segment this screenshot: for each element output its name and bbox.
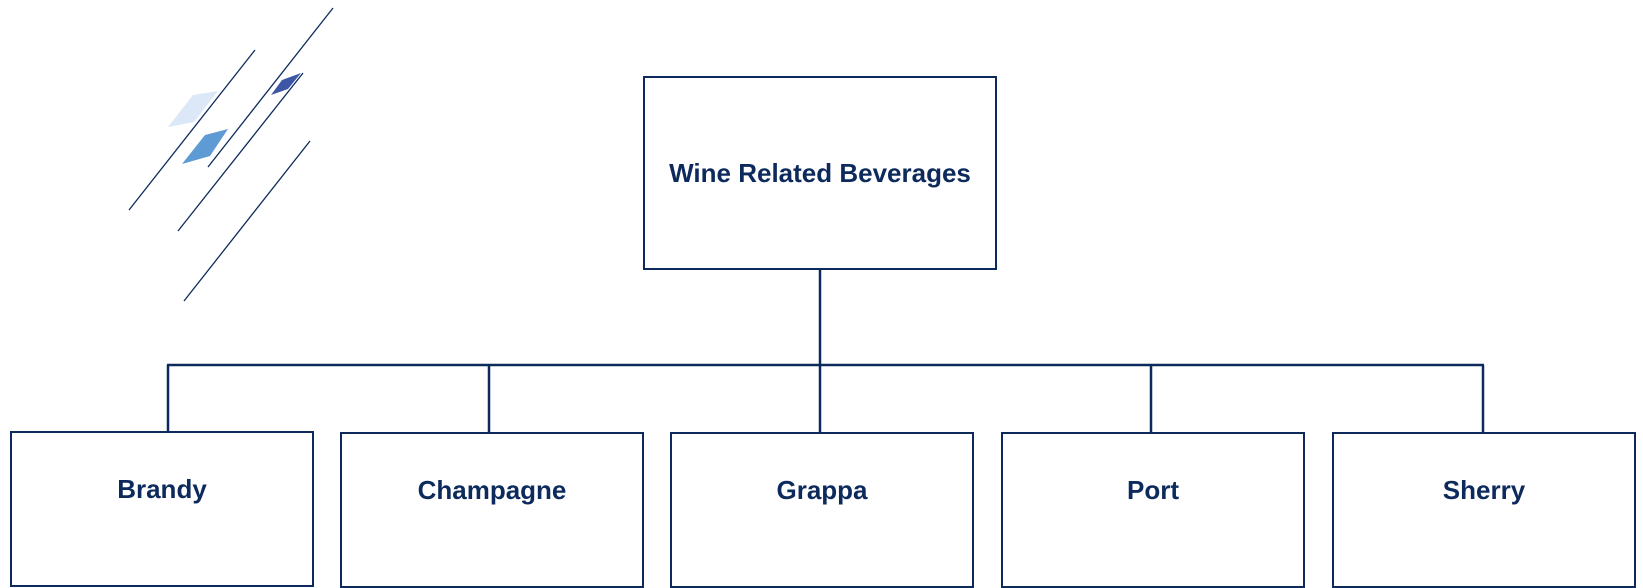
decorative-lines-graphic (128, 7, 334, 302)
deco-diamond-dark (271, 73, 301, 95)
deco-line (128, 49, 256, 211)
deco-diamond-mid (182, 129, 228, 164)
connector-lines (166, 270, 1485, 432)
child-node-brandy: Brandy (10, 431, 314, 587)
child-node-label: Brandy (117, 473, 207, 504)
child-node-label: Port (1127, 474, 1179, 505)
child-node-label: Sherry (1442, 474, 1526, 505)
root-node: Wine Related Beverages (643, 76, 997, 270)
child-node-label: Grappa (776, 474, 868, 505)
deco-diamond-light (168, 91, 218, 127)
child-node-port: Port (1001, 432, 1305, 588)
child-node-grappa: Grappa (670, 432, 974, 588)
deco-line (183, 140, 311, 302)
child-node-champagne: Champagne (340, 432, 644, 588)
child-node-label: Champagne (417, 474, 567, 505)
deco-line (177, 72, 304, 232)
child-node-sherry: Sherry (1332, 432, 1636, 588)
root-node-label: Wine Related Beverages (669, 157, 971, 188)
deco-line (207, 7, 334, 168)
